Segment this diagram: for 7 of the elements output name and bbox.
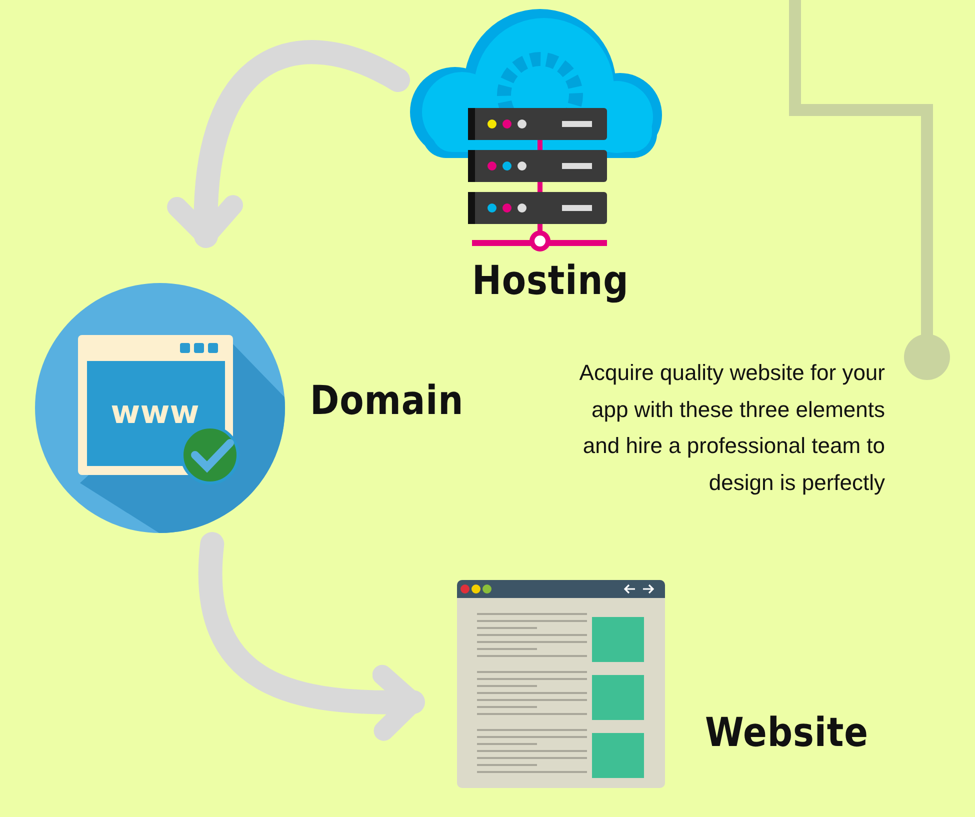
curved-arrow <box>168 40 410 248</box>
node-title: Website <box>705 710 868 756</box>
description-text: Acquire quality website for your app with these three elements and hire a professional team to design is perfectly <box>578 359 885 497</box>
node-title: Domain <box>310 378 464 424</box>
curved-arrow <box>198 532 425 740</box>
node-title: Hosting <box>472 258 629 304</box>
www-domain-icon: www <box>35 283 285 533</box>
